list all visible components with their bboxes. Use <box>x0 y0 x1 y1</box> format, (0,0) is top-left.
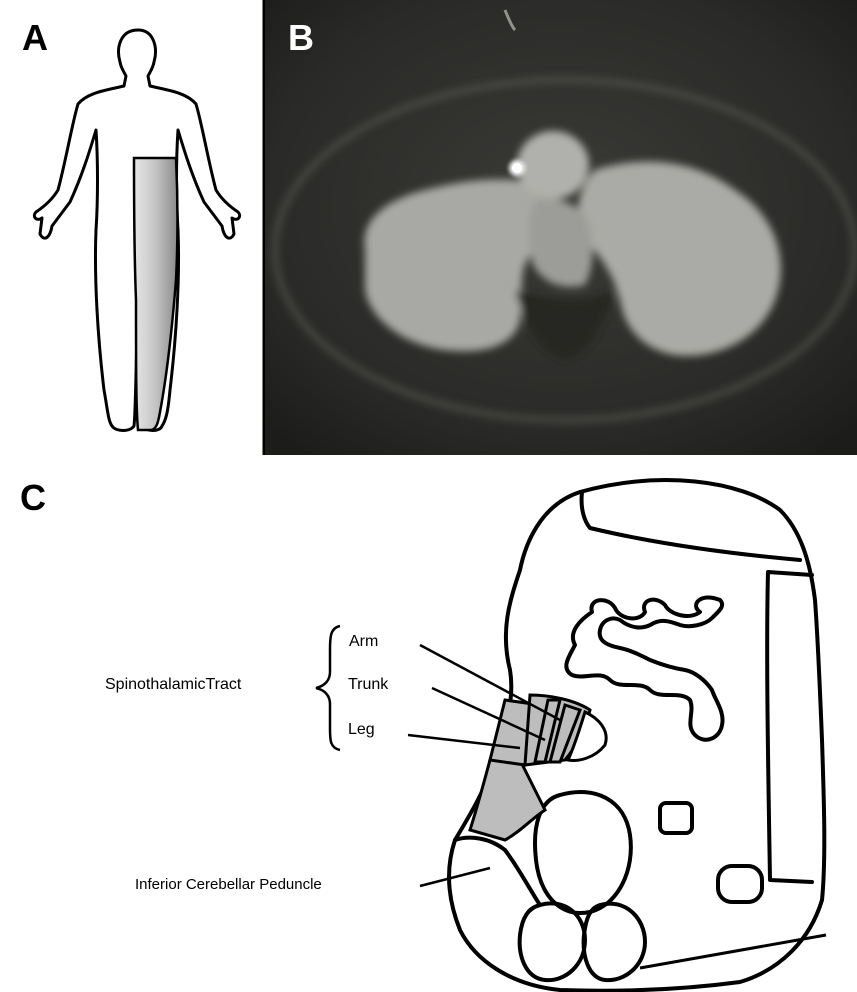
central-oval <box>535 792 631 913</box>
bottom-bump-right <box>584 904 645 981</box>
panel-letter-a: A <box>22 20 48 56</box>
spinothalamic-tract-label: SpinothalamicTract <box>105 676 241 694</box>
trunk-label: Trunk <box>348 676 388 694</box>
medulla-diagram <box>0 458 857 992</box>
right-column <box>767 572 812 882</box>
brainstem <box>517 131 589 199</box>
peduncle-boundary <box>455 838 540 905</box>
arm-label: Arm <box>349 633 378 651</box>
body-diagram <box>0 0 265 455</box>
bottom-bump-left <box>520 903 585 980</box>
panel-letter-c: C <box>20 480 46 516</box>
inferior-cerebellar-peduncle-label: Inferior Cerebellar Peduncle <box>135 876 322 893</box>
arm-leader-line <box>420 645 560 720</box>
spinothalamic-tract-region <box>470 695 590 840</box>
nucleus-bottom-oval <box>718 866 762 902</box>
label-brace <box>316 626 340 750</box>
peduncle-leader-line <box>420 868 490 886</box>
mri-image <box>265 0 857 455</box>
panel-letter-b: B <box>288 20 314 56</box>
nucleus-small-square <box>660 803 692 833</box>
leg-label: Leg <box>348 721 375 739</box>
